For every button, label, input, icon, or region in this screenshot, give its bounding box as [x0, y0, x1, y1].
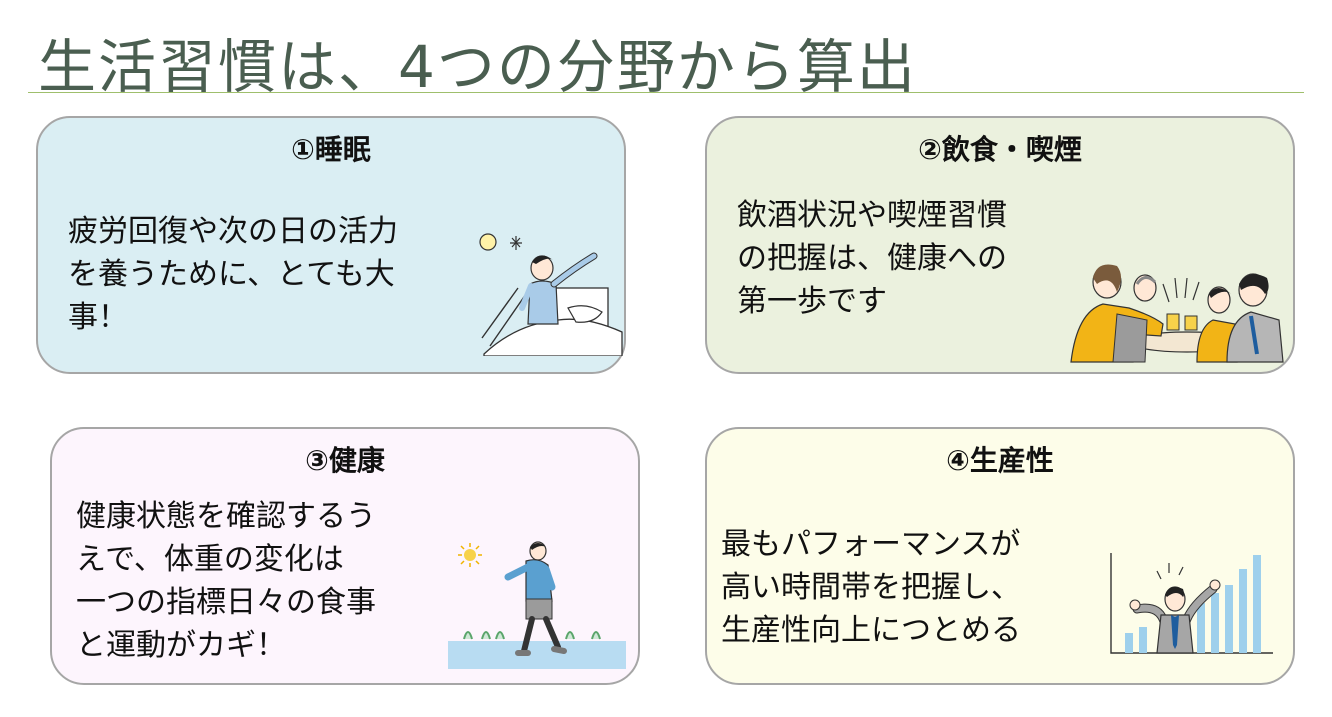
- card-diet-smoking: ②飲食・喫煙 飲酒状況や喫煙習慣 の把握は、健康への 第一歩です: [705, 116, 1295, 374]
- card-heading: ①睡眠: [291, 133, 371, 166]
- card-text: 疲労回復や次の日の活力 を養うために、とても大 事！: [68, 214, 398, 335]
- success-chart-icon: [1110, 553, 1273, 654]
- waking-up-icon: [479, 233, 623, 356]
- card-text: 健康状態を確認するう えで、体重の変化は 一つの指標日々の食事 と運動がカギ！: [76, 499, 376, 663]
- card-health: ③健康 健康状態を確認するう えで、体重の変化は 一つの指標日々の食事 と運動が…: [50, 427, 640, 685]
- card-heading: ③健康: [305, 444, 385, 477]
- toast-party-icon: [1070, 264, 1284, 363]
- card-heading: ②飲食・喫煙: [918, 133, 1082, 166]
- card-text: 最もパフォーマンスが 高い時間帯を把握し、 生産性向上につとめる: [721, 527, 1021, 648]
- card-text: 飲酒状況や喫煙習慣 の把握は、健康への 第一歩です: [737, 198, 1007, 319]
- walking-person-icon: [448, 541, 626, 669]
- card-heading: ④生産性: [946, 444, 1054, 477]
- card-productivity: ④生産性 最もパフォーマンスが 高い時間帯を把握し、 生産性向上につとめる: [705, 427, 1295, 685]
- title-divider: [28, 92, 1304, 93]
- page-title: 生活習慣は、4つの分野から算出: [38, 33, 917, 101]
- card-sleep: ①睡眠 疲労回復や次の日の活力 を養うために、とても大 事！: [36, 116, 626, 374]
